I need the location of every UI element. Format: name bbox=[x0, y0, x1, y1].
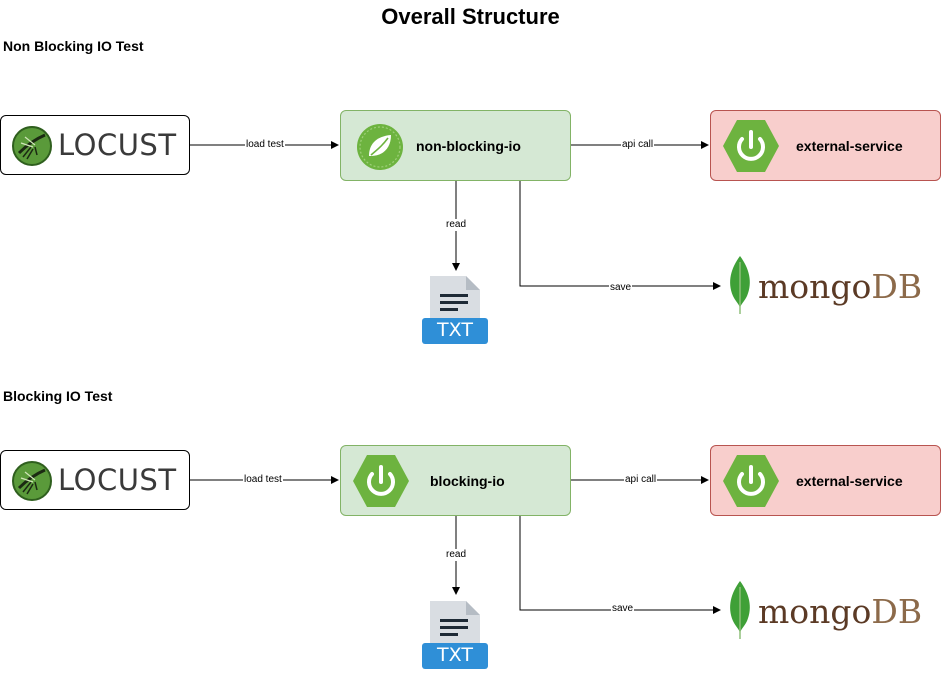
node-label: non-blocking-io bbox=[416, 138, 521, 154]
txt-file-node[interactable]: TXT bbox=[422, 601, 488, 669]
txt-file-label: TXT bbox=[437, 319, 473, 341]
edge-label-read: read bbox=[445, 219, 468, 231]
external-service-node[interactable]: external-service bbox=[710, 110, 941, 181]
mongodb-node[interactable]: mongoDB bbox=[725, 256, 941, 316]
edge-label-save: save bbox=[609, 282, 633, 294]
diagram-title: Overall Structure bbox=[381, 4, 560, 29]
node-label: external-service bbox=[796, 138, 903, 154]
txt-file-icon bbox=[422, 276, 488, 344]
mongodb-wordmark: mongoDB bbox=[758, 592, 922, 631]
mongodb-leaf-icon bbox=[730, 256, 750, 314]
section-heading-blocking: Blocking IO Test bbox=[3, 388, 113, 404]
locust-wordmark: LOCUST bbox=[58, 128, 177, 162]
txt-file-label: TXT bbox=[437, 644, 473, 666]
mongodb-node[interactable]: mongoDB bbox=[725, 581, 941, 641]
spring-power-icon bbox=[353, 455, 409, 507]
locust-node[interactable]: LOCUST bbox=[0, 450, 190, 510]
spring-power-icon bbox=[723, 120, 779, 172]
locust-logo-icon bbox=[12, 126, 52, 166]
mongodb-wordmark-mongo: mongo bbox=[758, 267, 872, 306]
mongodb-wordmark: mongoDB bbox=[758, 267, 922, 306]
edge-label-load-test: load test bbox=[243, 474, 283, 486]
mongodb-wordmark-db: DB bbox=[871, 267, 923, 306]
locust-node[interactable]: LOCUST bbox=[0, 115, 190, 175]
mongodb-wordmark-mongo: mongo bbox=[758, 592, 872, 631]
mongodb-leaf-icon bbox=[730, 581, 750, 639]
spring-leaf-icon bbox=[357, 124, 403, 170]
edge-save bbox=[519, 516, 721, 614]
edge-label-api-call: api call bbox=[624, 474, 658, 486]
edge-save bbox=[519, 181, 721, 290]
txt-file-icon bbox=[422, 601, 488, 669]
node-label: external-service bbox=[796, 473, 903, 489]
non-blocking-io-node[interactable]: non-blocking-io bbox=[340, 110, 571, 181]
locust-logo-icon bbox=[12, 461, 52, 501]
edge-label-load-test: load test bbox=[245, 139, 285, 151]
edge-label-api-call: api call bbox=[621, 139, 655, 151]
mongodb-wordmark-db: DB bbox=[871, 592, 923, 631]
edge-label-read: read bbox=[445, 549, 468, 561]
edge-label-save: save bbox=[611, 603, 635, 615]
node-label: blocking-io bbox=[430, 473, 505, 489]
external-service-node[interactable]: external-service bbox=[710, 445, 941, 516]
section-heading-non-blocking: Non Blocking IO Test bbox=[3, 38, 144, 54]
spring-power-icon bbox=[723, 455, 779, 507]
locust-wordmark: LOCUST bbox=[58, 463, 177, 497]
blocking-io-node[interactable]: blocking-io bbox=[340, 445, 571, 516]
txt-file-node[interactable]: TXT bbox=[422, 276, 488, 344]
